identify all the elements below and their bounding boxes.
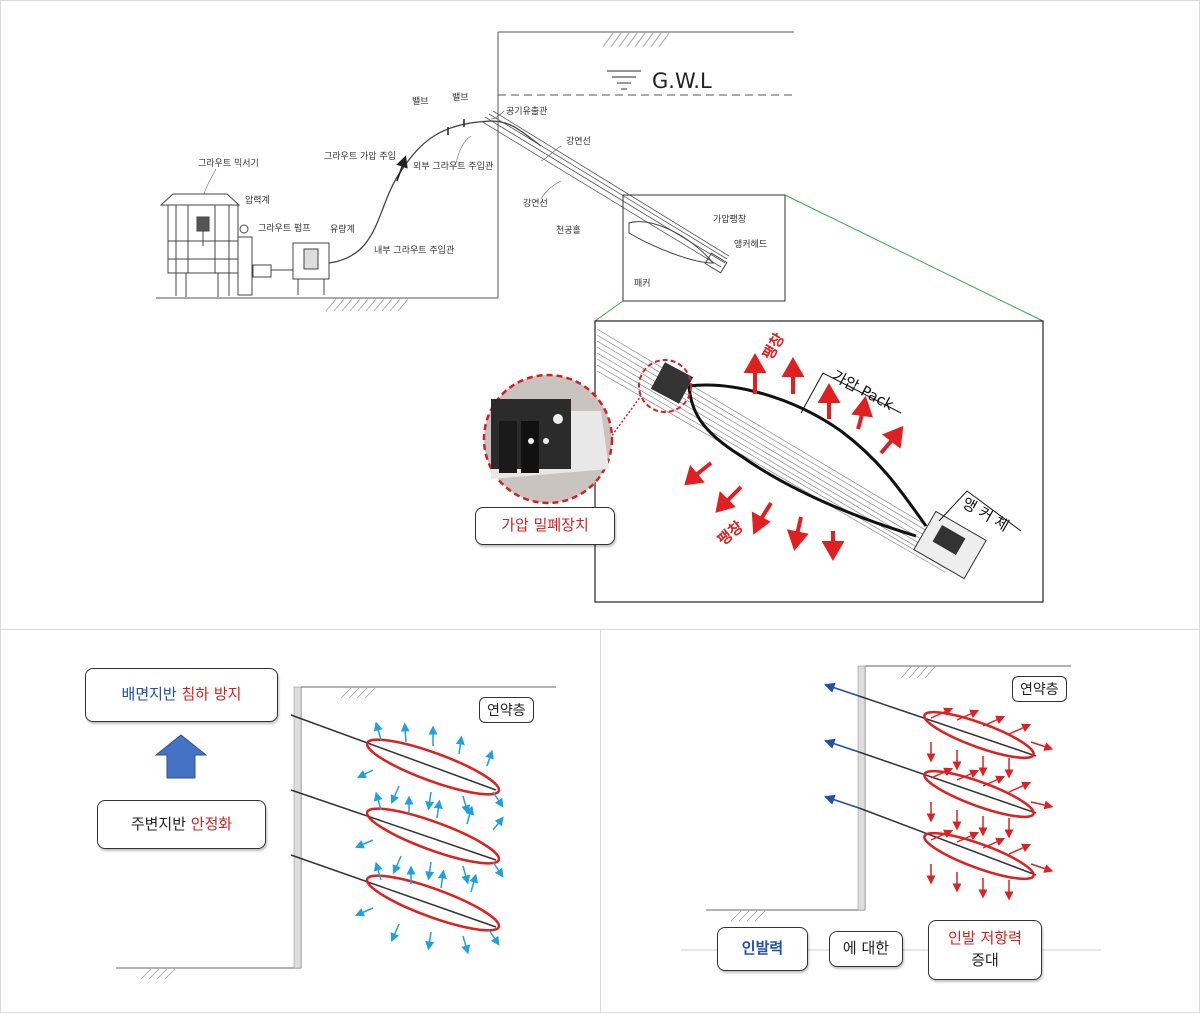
label-grout-pump: 그라우트 펌프	[258, 222, 311, 234]
label-flow-meter: 유량계	[330, 223, 355, 235]
top-panel: G.W.L	[0, 0, 1200, 630]
settlement-part1: 배면지반	[121, 685, 182, 703]
stabilization-part2: 안정화	[190, 815, 233, 833]
label-mixer: 그라우트 믹서기	[198, 157, 259, 169]
seal-callout-box: 가압 밀폐장치	[475, 507, 615, 545]
top-diagram: G.W.L	[156, 31, 1044, 603]
label-strand-2: 강연선	[523, 198, 548, 209]
anchor-rods-right	[858, 695, 1037, 876]
grout-pump	[237, 224, 293, 296]
top-ground-hatch	[602, 32, 670, 48]
pressure-pack-outline	[687, 383, 928, 538]
label-valve-1: 밸브	[412, 96, 429, 107]
anchor-bulbs	[365, 738, 501, 932]
zoom-guide-left	[594, 300, 624, 322]
bottom-right-diagram	[681, 665, 1101, 951]
stabilization-arrows	[354, 721, 504, 955]
label-valve-2: 밸브	[452, 92, 469, 103]
expansion-arrows	[684, 352, 904, 562]
detail-inset-frame	[622, 194, 786, 302]
resistance-arrows	[926, 707, 1054, 901]
bottom-right-panel: 연약층 인발력 에 대한 인발 저항력 증대	[600, 629, 1200, 1013]
resistance-increase-box: 인발 저항력 증대	[928, 920, 1042, 980]
grout-mixer	[159, 193, 241, 297]
anchor-bulbs-right	[923, 710, 1035, 881]
resistance-line2: 증대	[971, 951, 999, 969]
soft-layer-label-right: 연약층	[1012, 676, 1067, 702]
seal-device	[650, 362, 694, 404]
soft-layer-label: 연약층	[479, 697, 534, 723]
gwl-label: G.W.L	[652, 69, 712, 93]
against-box: 에 대한	[829, 931, 903, 967]
settlement-part2: 침하 방지	[181, 685, 242, 703]
label-strand-1: 강연선	[566, 136, 591, 147]
flow-meter-box	[292, 242, 330, 295]
packer-body	[628, 221, 728, 274]
valve-markers	[447, 119, 465, 135]
label-pressure-gauge: 압력계	[245, 194, 270, 206]
up-arrow-icon	[154, 734, 208, 779]
ground-stabilization-box: 주변지반 안정화	[97, 800, 266, 849]
label-air-outlet: 공기유출관	[506, 106, 547, 117]
label-inner-grout-pipe: 내부 그라우트 주입관	[374, 244, 454, 256]
ground-hatch	[325, 298, 409, 312]
anchor-rods	[290, 714, 497, 928]
zoom-guide-right	[784, 194, 1044, 322]
stabilization-part1: 주변지반	[130, 815, 191, 833]
gwl-symbol	[607, 70, 641, 90]
bottom-left-panel: 연약층 배면지반 침하 방지 주변지반 안정화	[0, 629, 601, 1013]
resistance-line1: 인발 저항력	[948, 929, 1022, 947]
seal-photo	[482, 373, 614, 505]
anchor-head-detail	[913, 510, 987, 580]
label-anchor-head: 앵커헤드	[734, 238, 767, 250]
label-borehole: 천공홀	[556, 224, 581, 236]
label-outer-grout-pipe: 외부 그라우트 주입관	[413, 160, 493, 172]
pullout-arrows	[824, 682, 860, 809]
settlement-prevention-box: 배면지반 침하 방지	[85, 668, 278, 722]
seal-highlight-circle	[638, 359, 692, 413]
bottom-left-diagram	[116, 686, 556, 980]
anchor-bundle	[480, 110, 730, 268]
pullout-force-box: 인발력	[717, 927, 808, 971]
label-grout-injection: 그라우트 가압 주입	[324, 150, 396, 162]
grout-hose	[328, 120, 542, 264]
label-pressure-expansion: 가압팽창	[713, 213, 746, 225]
label-packer: 패커	[634, 278, 651, 289]
